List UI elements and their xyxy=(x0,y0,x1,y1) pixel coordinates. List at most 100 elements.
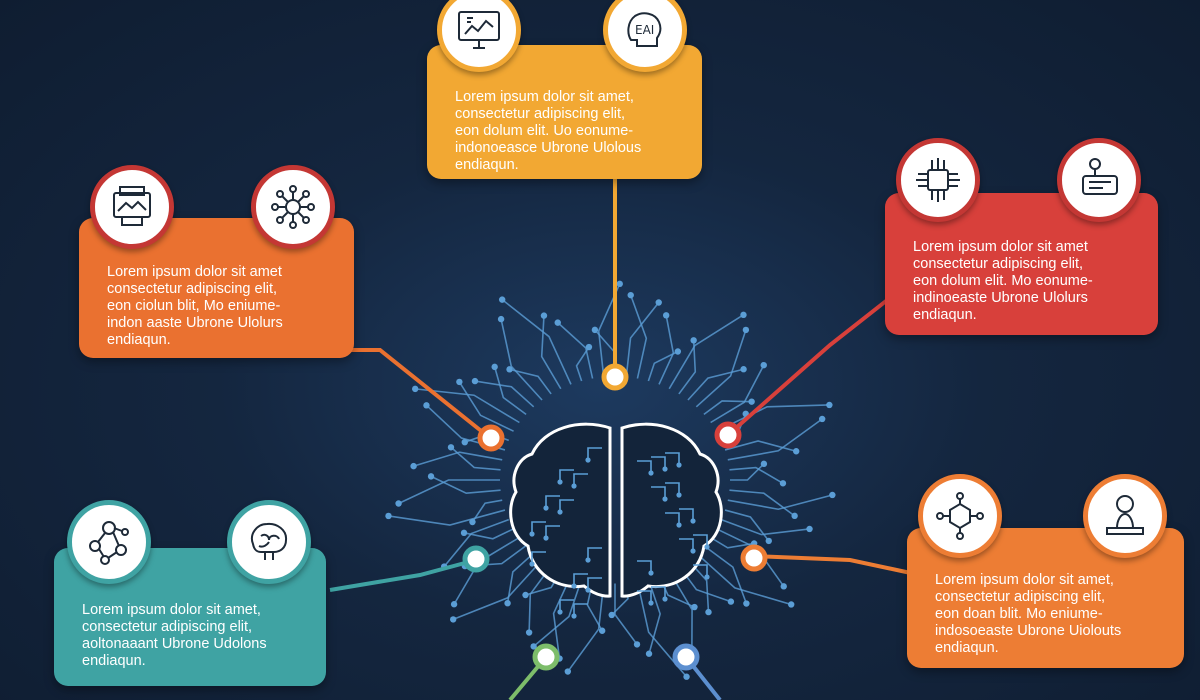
brain-circuit xyxy=(637,560,652,571)
callout-lower-left-text: Lorem ipsum dolor sit amet, consectetur … xyxy=(82,602,267,669)
circuit-trace xyxy=(552,575,572,659)
circuit-trace xyxy=(710,536,755,549)
circuit-dot xyxy=(449,616,457,623)
circuit-trace xyxy=(415,388,520,424)
brain-node xyxy=(529,531,535,537)
circuit-dot xyxy=(788,601,795,608)
callout-upper-left-text: Lorem ipsum dolor sit amet consectetur a… xyxy=(107,264,283,348)
connector-node xyxy=(740,544,768,572)
brain-node xyxy=(571,483,577,489)
brain-circuit xyxy=(665,482,680,493)
robot-chat-icon xyxy=(1082,158,1118,195)
connector-node xyxy=(462,545,490,573)
brain-circuit xyxy=(651,586,666,597)
brain-node xyxy=(648,570,654,576)
circuit-dot xyxy=(598,627,606,634)
badge-lower-right-1 xyxy=(918,474,1002,558)
brain-circuit xyxy=(693,564,708,575)
circuit-dot xyxy=(427,473,435,480)
circuit-dot xyxy=(525,629,533,636)
circuit-trace xyxy=(695,329,747,408)
circuit-dot xyxy=(691,603,698,611)
circuit-trace xyxy=(463,528,514,540)
connector-nodes xyxy=(462,363,768,671)
ai-label: EAI xyxy=(635,23,654,37)
connector-node xyxy=(672,643,700,671)
circuit-dot xyxy=(564,668,572,675)
circuit-dot xyxy=(591,326,599,334)
circuit-trace xyxy=(647,350,679,382)
connector-node xyxy=(532,643,560,671)
circuit-dot xyxy=(662,312,670,319)
circuit-dot xyxy=(690,337,697,344)
brain-node xyxy=(585,457,591,463)
circuit-dot xyxy=(683,673,690,680)
person-desk-icon xyxy=(1106,495,1144,535)
circuit-dot xyxy=(461,438,468,446)
monitor-chart-icon xyxy=(458,11,500,49)
circuit-dot xyxy=(829,491,836,499)
brain-node xyxy=(529,561,535,567)
brain-node xyxy=(571,583,577,589)
circuit-dot xyxy=(411,385,419,393)
brain-circuit xyxy=(559,599,574,610)
brain-node xyxy=(557,509,563,515)
circuit-dot xyxy=(423,402,430,409)
brain-circuit xyxy=(587,547,602,558)
circuit-dot xyxy=(608,611,615,619)
circuit-trace xyxy=(458,381,514,432)
badge-lower-left-1 xyxy=(67,500,151,584)
circuit-trace xyxy=(629,294,648,379)
brain-circuit xyxy=(587,577,602,588)
circuit-trace xyxy=(450,446,501,471)
badge-upper-left-2 xyxy=(251,165,335,249)
brain-circuit xyxy=(637,590,652,601)
brain-node xyxy=(676,462,682,468)
circuit-trace xyxy=(703,545,748,604)
connector-line xyxy=(751,554,921,577)
circuit-dot xyxy=(791,512,798,520)
circuit-trace xyxy=(430,475,501,495)
brain-circuit xyxy=(545,525,560,536)
circuit-trace xyxy=(703,400,752,415)
brain-circuit xyxy=(679,538,694,549)
hex-network-icon xyxy=(936,492,984,540)
circuit-dot xyxy=(497,315,505,323)
circuit-dot xyxy=(740,366,747,373)
circuit-trace xyxy=(668,570,693,658)
circuit-dot xyxy=(460,529,468,537)
brain-node xyxy=(648,600,654,606)
circuit-dot xyxy=(760,460,768,468)
circuit-dot xyxy=(522,591,529,599)
circuit-trace xyxy=(695,552,792,606)
circuit-trace xyxy=(625,302,660,378)
circuit-dot xyxy=(780,583,787,590)
brain-circuit xyxy=(665,452,680,463)
circuit-dot xyxy=(506,366,513,373)
circuit-dot xyxy=(743,600,750,607)
brain-circuit xyxy=(531,551,546,562)
circuit-dot xyxy=(645,650,653,657)
circuit-dot xyxy=(627,291,634,299)
badge-lower-right-2 xyxy=(1083,474,1167,558)
circuit-dot xyxy=(826,401,833,409)
circuit-dot xyxy=(585,343,593,351)
brain-circuit xyxy=(559,469,574,480)
brain-node xyxy=(662,466,668,472)
brain-node xyxy=(690,518,696,524)
circuit-dot xyxy=(540,312,548,319)
connector-node xyxy=(477,424,505,452)
badge-upper-right-1 xyxy=(896,138,980,222)
circuit-trace xyxy=(658,315,675,385)
brain-node xyxy=(585,557,591,563)
circuit-dot xyxy=(655,299,662,306)
circuit-dot xyxy=(498,296,506,303)
circuit-dot xyxy=(740,311,747,319)
circuit-trace xyxy=(557,322,594,379)
callout-top-text: Lorem ipsum dolor sit amet, consectetur … xyxy=(455,89,642,173)
network-nodes-icon xyxy=(89,521,129,565)
circuit-dot xyxy=(504,599,511,607)
circuit-dot xyxy=(760,361,767,369)
brain-circuit xyxy=(559,499,574,510)
